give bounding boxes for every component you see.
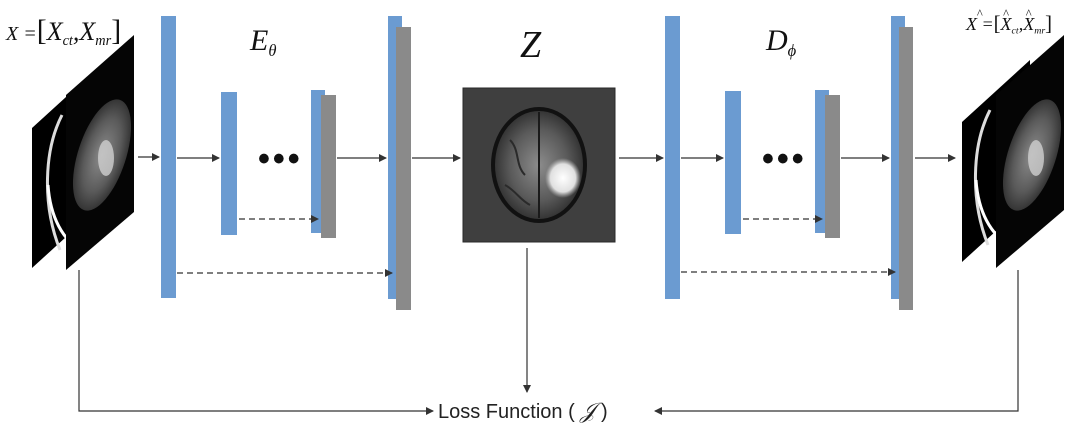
output-label: X =[Xct,Xmr] xyxy=(966,14,1052,36)
loss-symbol: 𝒥 xyxy=(580,398,596,423)
input-label: X =[Xct,Xmr] xyxy=(6,14,122,49)
decoder-layer-2 xyxy=(725,91,741,234)
output-prefix-x: X = xyxy=(966,15,994,33)
input-x-ct: X xyxy=(46,17,63,46)
input-image-stack xyxy=(32,35,134,270)
decoder-label: Dϕ xyxy=(766,26,796,59)
encoder-output-skip xyxy=(396,27,411,310)
input-x-ct-sub: ct xyxy=(62,33,73,49)
decoder-layers xyxy=(665,16,913,310)
decoder-symbol: D xyxy=(766,24,788,57)
decoder-output-skip xyxy=(899,27,913,310)
encoder-label: Eθ xyxy=(250,26,276,59)
encoder-layer-3-skip xyxy=(321,95,336,238)
input-to-loss-line xyxy=(78,270,434,415)
skip-connections xyxy=(177,215,896,277)
loss-close: ) xyxy=(601,401,608,423)
output-to-loss-line xyxy=(654,270,1019,415)
decoder-layer-3-skip xyxy=(825,95,840,238)
encoder-layer-1 xyxy=(161,16,176,298)
decoder-ellipsis: ••• xyxy=(762,140,807,178)
output-x-mr-sub: mr xyxy=(1034,25,1046,37)
latent-label: Z xyxy=(520,24,542,66)
decoder-subscript: ϕ xyxy=(787,40,797,60)
encoder-ellipsis: ••• xyxy=(258,140,303,178)
encoder-layer-2 xyxy=(221,92,237,235)
input-close-bracket: ] xyxy=(111,14,122,47)
output-x-ct-sub: ct xyxy=(1011,25,1019,37)
output-image-stack xyxy=(962,35,1064,268)
loss-connections xyxy=(78,248,1019,415)
input-prefix: X = xyxy=(6,23,37,45)
decoder-layer-1 xyxy=(665,16,680,299)
loss-function-label: Loss Function ( 𝒥 ) xyxy=(438,398,608,424)
input-x-mr: X xyxy=(79,17,96,46)
input-open-bracket: [ xyxy=(36,14,47,47)
loss-text: Loss Function ( xyxy=(438,401,575,423)
input-x-mr-sub: mr xyxy=(95,33,112,49)
output-x-mr: X xyxy=(1023,15,1034,33)
output-x-ct: X xyxy=(1001,15,1012,33)
output-open-bracket: [ xyxy=(993,13,1001,35)
forward-arrows xyxy=(138,153,956,162)
output-close-bracket: ] xyxy=(1045,13,1053,35)
encoder-subscript: θ xyxy=(268,40,277,60)
encoder-layers xyxy=(161,16,411,310)
encoder-symbol: E xyxy=(250,24,269,57)
latent-image xyxy=(462,87,616,243)
